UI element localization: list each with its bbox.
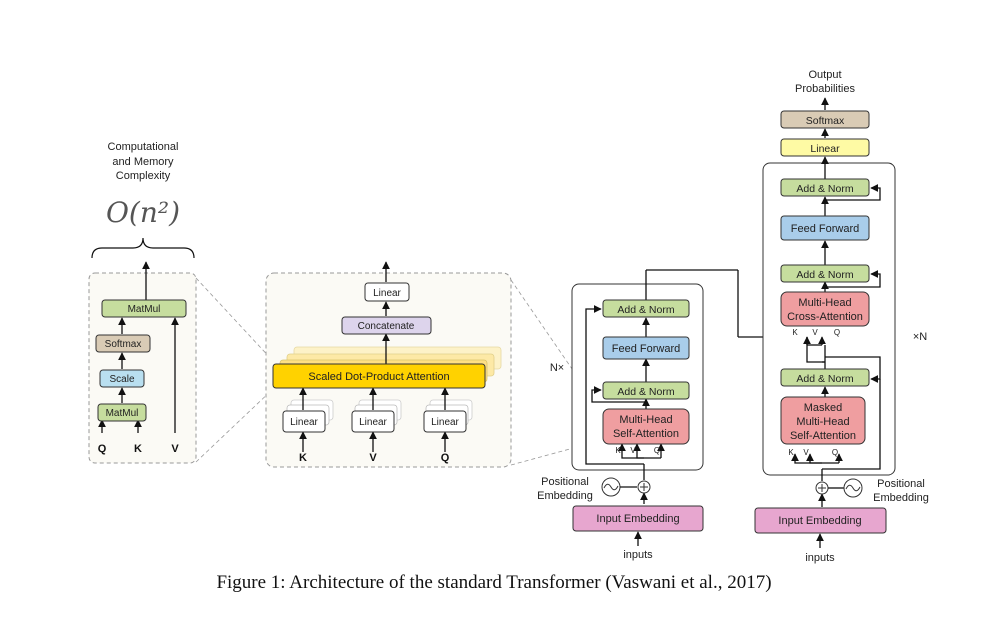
figure-caption: Figure 1: Architecture of the standard T… xyxy=(216,572,772,593)
dec-linear-box xyxy=(780,138,870,157)
enc-feed-forward-box xyxy=(602,336,690,360)
linear-v-box xyxy=(351,410,395,433)
sdpa-box xyxy=(272,363,486,389)
dec-k-label: K xyxy=(788,448,794,457)
enc-q-label: Q xyxy=(654,446,660,455)
matmul-bottom-label: MatMul xyxy=(106,408,139,419)
dec-add-norm-1-label: Add & Norm xyxy=(796,373,853,385)
enc-mhsa-box xyxy=(602,408,690,445)
dec-sine-wave-icon xyxy=(843,478,863,498)
enc-add-norm-bottom-box xyxy=(602,381,690,400)
complexity-formula: O(n²) xyxy=(106,196,180,229)
dec-add-norm-3-label: Add & Norm xyxy=(796,183,853,195)
linear-k-label: Linear xyxy=(290,417,318,428)
core-v-label: V xyxy=(171,443,179,455)
dec-add-norm-1-box xyxy=(780,368,870,387)
dec-feed-forward-box xyxy=(780,215,870,241)
scale-box xyxy=(99,369,145,388)
enc-pos-label-2: Embedding xyxy=(537,490,593,502)
enc-add-norm-top-label: Add & Norm xyxy=(617,304,674,316)
dec-pos-label-1: Positional xyxy=(877,478,925,490)
softmax-box xyxy=(95,334,151,353)
enc-plus-icon xyxy=(637,480,651,494)
core-k-label: K xyxy=(134,443,142,455)
transformer-figure: Computational and Memory Complexity O(n²… xyxy=(88,69,929,564)
core-q-label: Q xyxy=(98,443,107,455)
complexity-label-3: Complexity xyxy=(116,170,171,182)
dec-input-embedding-box xyxy=(754,507,887,534)
matmul-top-label: MatMul xyxy=(128,304,161,315)
dec-masked-attention-box xyxy=(780,396,866,445)
linear-k-box xyxy=(282,410,326,433)
dec-cross-label-1: Multi-Head xyxy=(798,297,851,309)
enc-input-embedding-box xyxy=(572,505,704,532)
softmax-label: Softmax xyxy=(105,339,142,350)
concatenate-box xyxy=(341,316,432,335)
dec-softmax-label: Softmax xyxy=(806,115,845,127)
dec-softmax-box xyxy=(780,110,870,129)
enc-inputs-label: inputs xyxy=(623,549,653,561)
concatenate-label: Concatenate xyxy=(358,321,415,332)
enc-add-norm-bottom-label: Add & Norm xyxy=(617,386,674,398)
decoder-repeat-label: ×N xyxy=(913,331,927,343)
scale-label: Scale xyxy=(109,374,134,385)
linear-out-label: Linear xyxy=(373,288,401,299)
dec-v-label: V xyxy=(803,448,809,457)
enc-feed-forward-label: Feed Forward xyxy=(612,343,680,355)
enc-input-embedding-label: Input Embedding xyxy=(596,513,679,525)
enc-add-norm-top-box xyxy=(602,299,690,318)
dec-add-norm-3-box xyxy=(780,178,870,197)
dec-masked-label-3: Self-Attention xyxy=(790,430,856,442)
matmul-bottom-box xyxy=(97,403,147,422)
dec-cross-q-label: Q xyxy=(834,328,840,337)
linear-q-label: Linear xyxy=(431,417,459,428)
dec-plus-icon xyxy=(815,481,829,495)
enc-v-label: V xyxy=(630,446,636,455)
dec-add-norm-2-box xyxy=(780,264,870,283)
enc-sine-wave-icon xyxy=(601,477,621,497)
enc-mhsa-label-2: Self-Attention xyxy=(613,428,679,440)
linear-out-box xyxy=(364,282,410,302)
sdpa-label: Scaled Dot-Product Attention xyxy=(308,371,449,383)
dec-masked-label-2: Multi-Head xyxy=(796,416,849,428)
encoder-repeat-label: N× xyxy=(550,362,564,374)
dec-add-norm-2-label: Add & Norm xyxy=(796,269,853,281)
dec-cross-attention-box xyxy=(780,291,870,327)
dec-inputs-label: inputs xyxy=(805,552,835,564)
linear-v-label: Linear xyxy=(359,417,387,428)
dec-feed-forward-label: Feed Forward xyxy=(791,223,859,235)
dec-pos-label-2: Embedding xyxy=(873,492,929,504)
dec-linear-label: Linear xyxy=(810,143,840,155)
dec-cross-k-label: K xyxy=(792,328,798,337)
linear-q-box xyxy=(423,410,467,433)
enc-mhsa-label-1: Multi-Head xyxy=(619,414,672,426)
output-label-1: Output xyxy=(808,69,841,81)
output-label-2: Probabilities xyxy=(795,83,855,95)
dec-masked-label-1: Masked xyxy=(804,402,843,414)
dec-cross-label-2: Cross-Attention xyxy=(787,311,863,323)
complexity-label-2: and Memory xyxy=(112,156,174,168)
complexity-label-1: Computational xyxy=(108,141,179,153)
curly-brace-icon xyxy=(91,237,195,259)
mh-v-label: V xyxy=(369,452,377,464)
matmul-top-box xyxy=(101,299,187,318)
dec-cross-v-label: V xyxy=(812,328,818,337)
dec-input-embedding-label: Input Embedding xyxy=(778,515,861,527)
enc-k-label: K xyxy=(615,446,621,455)
mh-k-label: K xyxy=(299,452,307,464)
mh-q-label: Q xyxy=(441,452,450,464)
enc-pos-label-1: Positional xyxy=(541,476,589,488)
dec-q-label: Q xyxy=(832,448,838,457)
